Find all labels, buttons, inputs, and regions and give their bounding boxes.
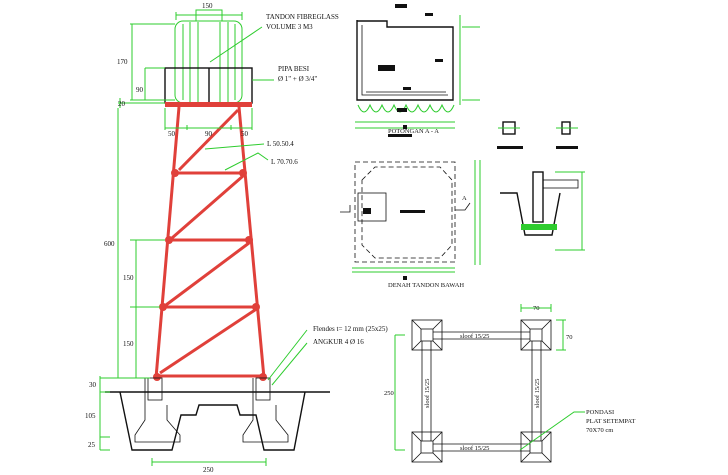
angle-small-label: L 50.50.4 bbox=[267, 140, 294, 148]
dim-panel-1: 150 bbox=[123, 274, 134, 282]
flange-label: Flendes t= 12 mm (25x25) bbox=[313, 325, 388, 333]
dim-base-plate: 20 bbox=[118, 100, 126, 108]
tank-volume-label: VOLUME 3 M3 bbox=[266, 23, 313, 31]
section-aa: POTONGAN A - A bbox=[355, 4, 578, 149]
pondasi-type-label: PLAT SETEMPAT bbox=[586, 418, 635, 425]
sloof-right-label: sloof 15/25 bbox=[534, 379, 541, 408]
sloof-top-label: sloof 15/25 bbox=[460, 333, 489, 340]
tower-elevation: 150 170 90 20 50 90 50 600 150 150 30 10… bbox=[85, 2, 388, 474]
section-mark: A bbox=[462, 195, 467, 202]
foundation-plan: sloof 15/25 sloof 15/25 sloof 15/25 sloo… bbox=[384, 304, 635, 463]
tower-dimensions: 150 170 90 20 50 90 50 600 150 150 30 10… bbox=[85, 2, 267, 474]
angle-large-label: L 70.70.6 bbox=[271, 158, 298, 166]
tower-foundation bbox=[105, 377, 330, 451]
ground-tank-plan: DENAH TANDON BAWAH A bbox=[340, 160, 585, 289]
dim-pad-width: 70 bbox=[533, 305, 540, 312]
steel-tower bbox=[153, 106, 267, 381]
section-aa-title: POTONGAN A - A bbox=[388, 128, 439, 135]
dim-span: 250 bbox=[384, 390, 394, 397]
dim-pad-height: 70 bbox=[566, 334, 573, 341]
pondasi-size-label: 70X70 cm bbox=[586, 427, 613, 434]
dim-left-offset: 50 bbox=[168, 130, 176, 138]
dim-panel-2: 150 bbox=[123, 340, 134, 348]
sloof-bottom-label: sloof 15/25 bbox=[460, 445, 489, 452]
dim-center-span: 90 bbox=[205, 130, 213, 138]
dim-footing-plate: 25 bbox=[88, 441, 96, 449]
dim-tank-width: 150 bbox=[202, 2, 213, 10]
pipe-size-label: Ø 1" + Ø 3/4" bbox=[278, 75, 317, 83]
dim-footing-depth: 105 bbox=[85, 412, 96, 420]
dim-footing-span: 250 bbox=[203, 466, 214, 474]
dim-tower-height: 600 bbox=[104, 240, 115, 248]
anchor-label: ANGKUR 4 Ø 16 bbox=[313, 338, 364, 346]
dim-right-offset: 50 bbox=[241, 130, 249, 138]
dim-pedestal: 30 bbox=[89, 381, 97, 389]
tank-frame bbox=[164, 67, 253, 107]
ground-tank-plan-title: DENAH TANDON BAWAH bbox=[388, 282, 464, 289]
tower-labels: TANDON FIBREGLASS VOLUME 3 M3 PIPA BESI … bbox=[204, 13, 388, 386]
dim-frame-height: 90 bbox=[136, 86, 144, 94]
dim-tank-height: 170 bbox=[117, 58, 128, 66]
pipe-label: PIPA BESI bbox=[278, 65, 310, 73]
pondasi-label: PONDASI bbox=[586, 409, 614, 416]
tank-label: TANDON FIBREGLASS bbox=[266, 13, 339, 21]
sloof-left-label: sloof 15/25 bbox=[424, 379, 431, 408]
